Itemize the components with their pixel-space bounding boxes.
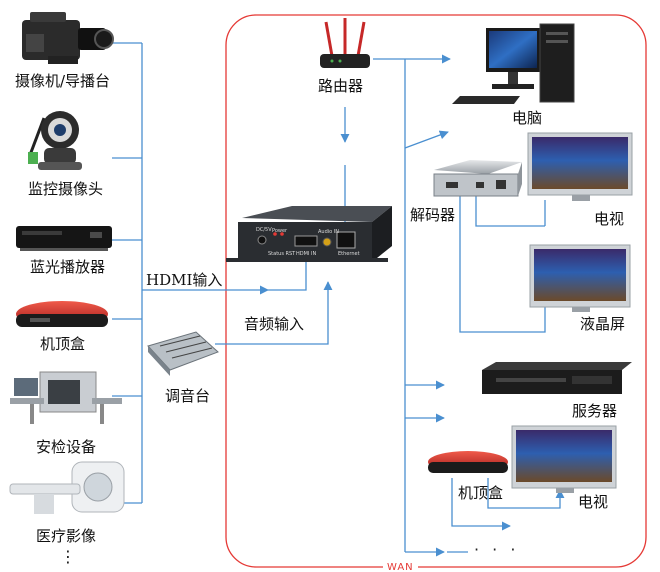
source-bus [112,42,333,504]
label-medical: 医疗影像 [36,527,97,545]
encoder-port-status: Status RST [268,251,296,257]
label-audio-in: 音频输入 [244,315,305,333]
tv-top-icon [527,132,633,201]
label-stb-right: 机顶盒 [458,484,504,502]
ip-camera-icon [28,111,82,170]
label-ip-camera: 监控摄像头 [28,180,104,198]
label-pc: 电脑 [512,109,543,127]
label-left-more: ⋮ [60,547,76,566]
wan-region [225,14,647,568]
stb-left-icon [16,301,108,327]
pc-icon [452,23,575,104]
encoder-port-dc: DC/5V [256,227,272,233]
wan-label: WAN [383,562,418,572]
stb-right-icon [428,451,508,473]
security-scanner-icon [10,371,122,424]
wan-links [340,54,565,557]
ct-scanner-icon [9,461,125,514]
label-hdmi-in: HDMI输入 [146,271,223,289]
server-icon [482,362,632,394]
label-server: 服务器 [572,402,618,420]
label-right-more: · · · [474,540,520,559]
label-stb-left: 机顶盒 [40,335,86,353]
label-tv-top: 电视 [594,210,625,228]
label-lcd: 液晶屏 [580,315,626,333]
label-bluray: 蓝光播放器 [30,258,106,276]
encoder-port-power: Power [272,228,288,234]
label-camera: 摄像机/导播台 [15,72,111,90]
label-tv-bottom: 电视 [578,493,609,511]
label-router: 路由器 [318,77,364,95]
label-security: 安检设备 [36,438,97,456]
lcd-screen-icon [529,244,631,312]
router-icon [320,18,370,68]
encoder-port-audio: Audio IN [318,229,340,235]
tv-bottom-icon [511,425,617,493]
encoder-port-ethernet: Ethernet [338,251,360,257]
label-mixer: 调音台 [165,387,211,405]
bluray-player-icon [16,226,112,251]
camcorder-icon [22,12,114,64]
encoder-icon [226,206,392,262]
mixer-icon [147,331,219,376]
encoder-port-hdmi: HDMI IN [296,251,317,257]
label-decoder: 解码器 [410,206,456,224]
decoder-icon [433,160,522,197]
